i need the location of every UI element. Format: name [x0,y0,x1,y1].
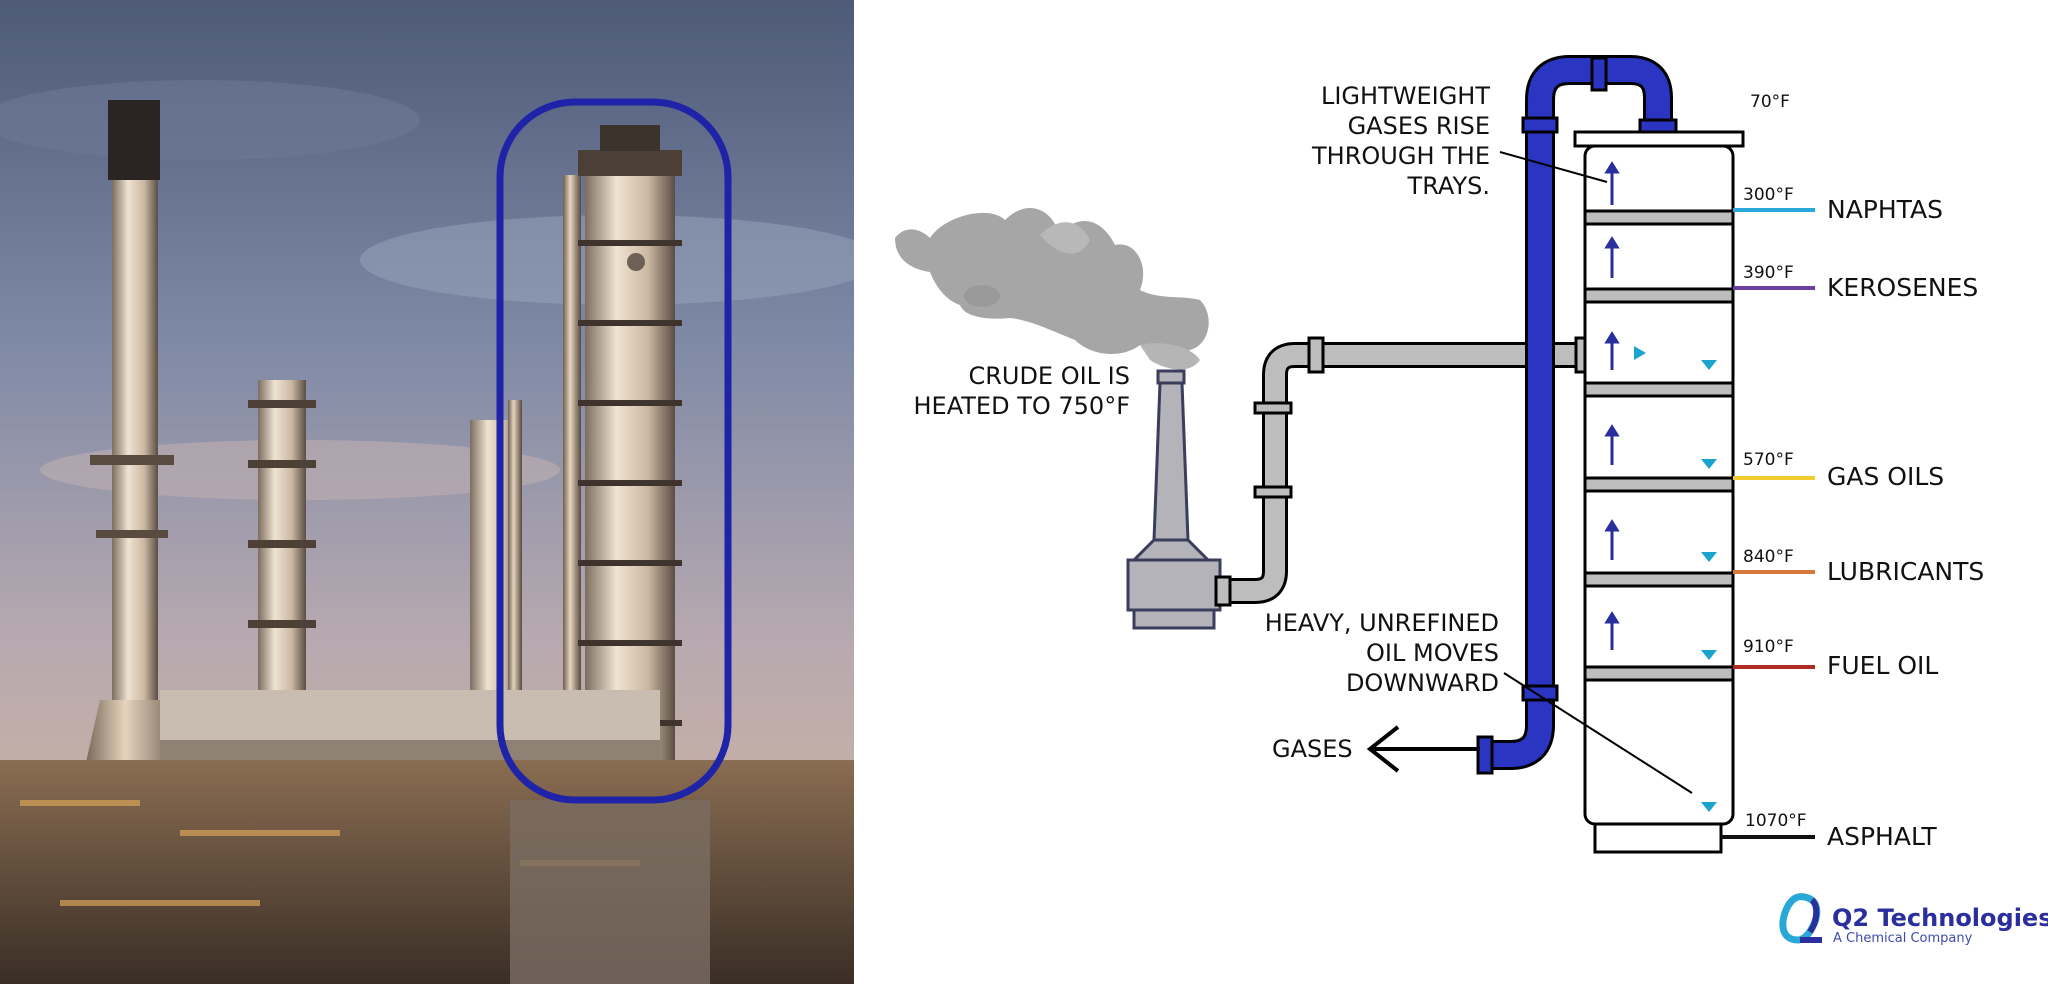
gases-arrow-icon [1366,725,1480,773]
crude-oil-caption: CRUDE OIL IS HEATED TO 750°F [914,362,1131,420]
top-temp-label: 70°F [1750,92,1790,112]
feed-pipe [1214,336,1588,607]
svg-text:TRAYS.: TRAYS. [1407,172,1490,200]
rising-gas-arrows-icon [1604,161,1620,650]
heavy-oil-leader [1503,672,1693,794]
logo-name: Q2 Technologies [1832,904,2048,932]
light-gases-leader [1499,151,1608,183]
q2-logo-icon [1779,893,1821,944]
gases-caption: GASES [1272,735,1353,763]
temp-label: 840°F [1743,547,1794,567]
temp-label: 300°F [1743,185,1794,205]
heavy-oil-caption: HEAVY, UNREFINED OIL MOVES DOWNWARD [1265,609,1499,697]
svg-text:LIGHTWEIGHT: LIGHTWEIGHT [1321,82,1490,110]
product-lines [1721,208,1815,839]
temp-label: 390°F [1743,263,1794,283]
svg-text:OIL MOVES: OIL MOVES [1366,639,1499,667]
product-label: NAPHTAS [1827,195,1943,224]
svg-text:DOWNWARD: DOWNWARD [1346,669,1499,697]
temp-label: 910°F [1743,637,1794,657]
product-label: GAS OILS [1827,462,1944,491]
logo-tagline: A Chemical Company [1833,931,1973,946]
product-label: FUEL OIL [1827,651,1938,680]
product-label: KEROSENES [1827,273,1978,302]
light-gases-caption: LIGHTWEIGHT GASES RISE THROUGH THE TRAYS… [1311,82,1490,200]
svg-text:HEATED TO 750°F: HEATED TO 750°F [914,392,1131,420]
svg-text:THROUGH THE: THROUGH THE [1311,142,1490,170]
temp-label: 570°F [1743,450,1794,470]
blue-pipe [1476,55,1678,775]
highlight-frame [496,98,732,804]
smoke-cloud [895,208,1209,370]
product-label: LUBRICANTS [1827,557,1984,586]
distillation-column [1573,130,1745,854]
refinery-photo [0,0,854,984]
svg-text:HEAVY, UNREFINED: HEAVY, UNREFINED [1265,609,1499,637]
descending-oil-arrows-icon [1634,346,1717,812]
svg-text:GASES RISE: GASES RISE [1348,112,1490,140]
company-logo: Q2 Technologies A Chemical Company [1779,893,2048,946]
svg-text:CRUDE OIL IS: CRUDE OIL IS [968,362,1130,390]
distillation-diagram: 70°F 300°F 390°F 570°F 840°F 910°F 1070°… [895,55,2048,946]
temp-label: 1070°F [1745,811,1807,831]
product-label: ASPHALT [1827,822,1937,851]
furnace-icon [1126,369,1222,630]
